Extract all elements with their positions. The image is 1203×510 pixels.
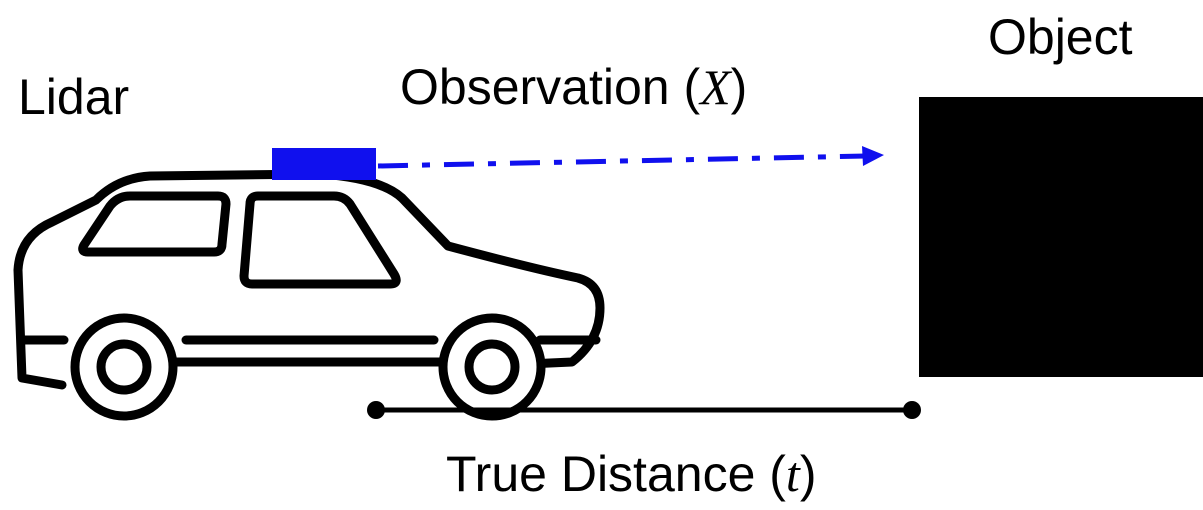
distance-end-dot — [903, 401, 921, 419]
observation-beam — [377, 153, 867, 169]
object-block — [919, 97, 1203, 377]
distance-label-prefix: True Distance ( — [446, 446, 786, 502]
true-distance-line — [367, 401, 921, 419]
observation-variable: X — [700, 59, 731, 115]
beam-arrowhead-icon — [862, 146, 884, 166]
true-distance-label: True Distance (t) — [446, 449, 816, 499]
observation-label: Observation (X) — [400, 62, 747, 112]
distance-variable: t — [785, 446, 800, 502]
rear-wheel-icon — [438, 313, 546, 421]
lidar-sensor-icon — [272, 148, 376, 180]
lidar-label: Lidar — [18, 69, 130, 125]
distance-start-dot — [367, 401, 385, 419]
car-icon — [13, 169, 605, 390]
distance-label-suffix: ) — [799, 446, 817, 502]
object-label: Object — [988, 9, 1133, 65]
observation-label-prefix: Observation ( — [400, 59, 701, 115]
observation-label-suffix: ) — [730, 59, 748, 115]
front-wheel-icon — [70, 313, 178, 421]
